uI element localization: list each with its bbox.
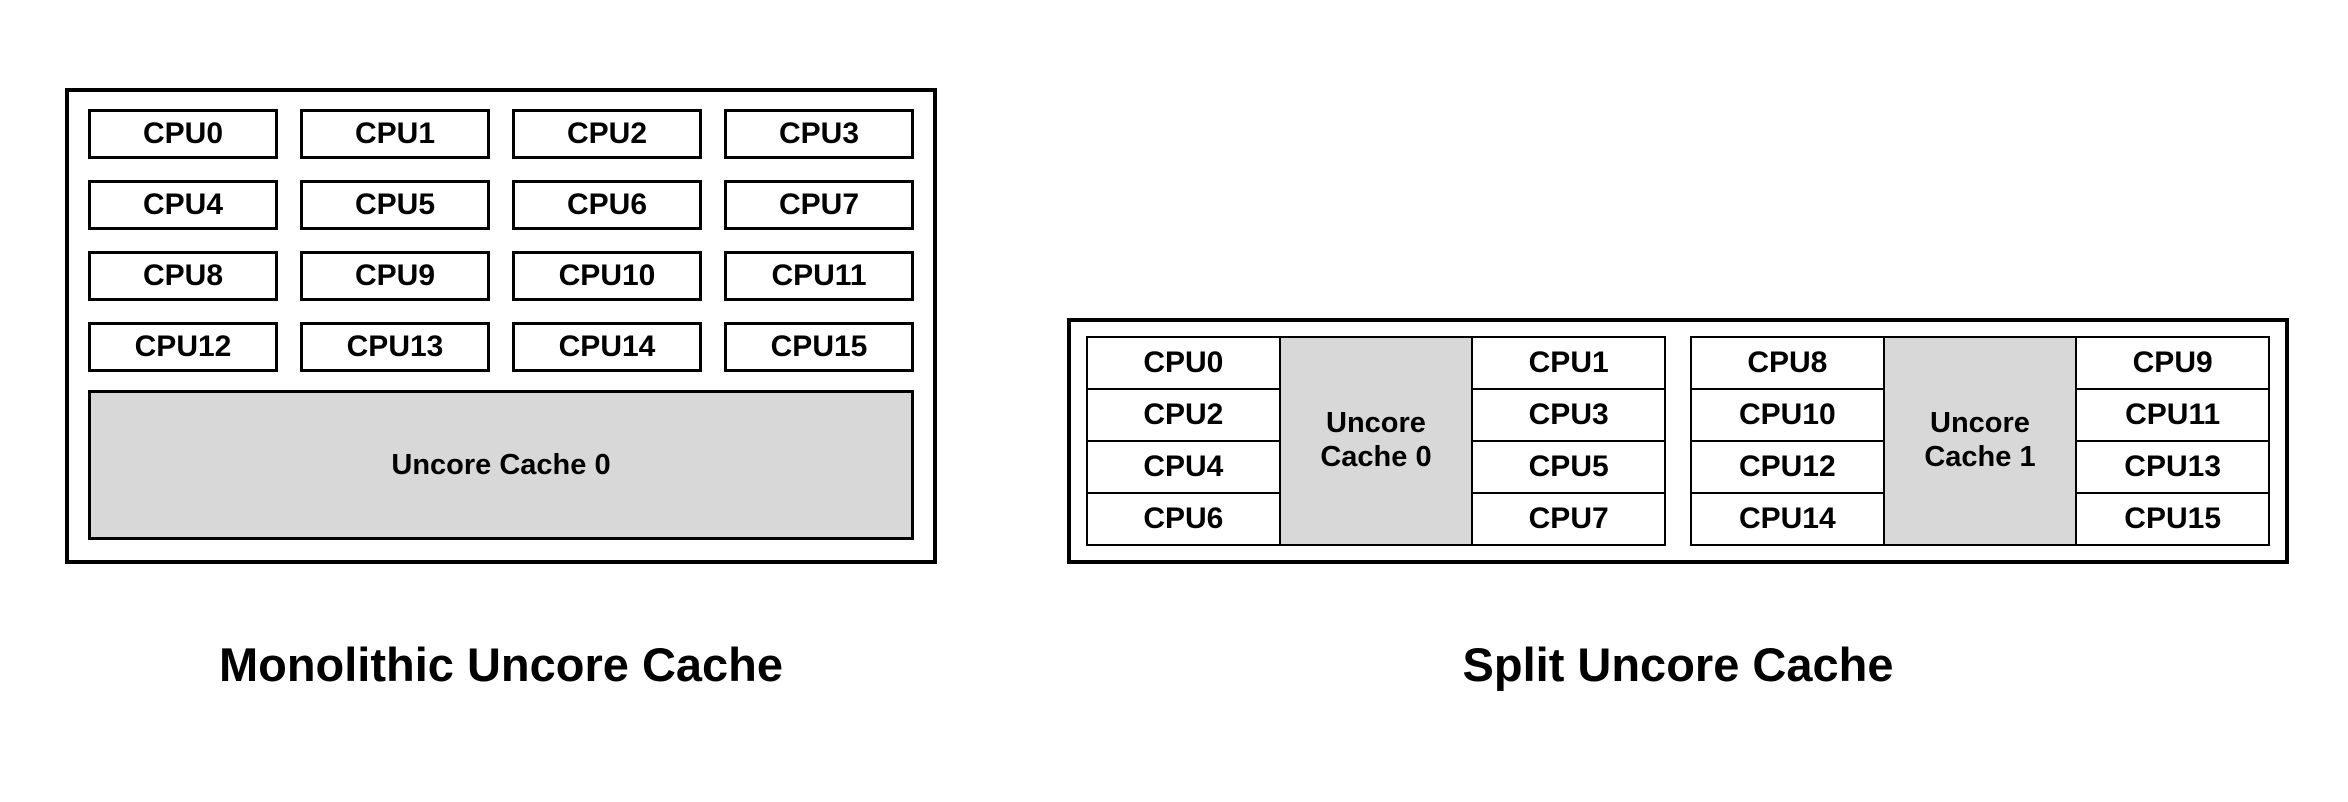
monolithic-caption: Monolithic Uncore Cache xyxy=(218,638,784,691)
cpu-box: CPU13 xyxy=(300,322,490,372)
split-cluster-1: CPU8 Uncore Cache 1 CPU9 CPU10 CPU11 CPU… xyxy=(1690,336,2270,546)
split-caption: Split Uncore Cache xyxy=(1462,638,1894,691)
cpu-cell: CPU14 xyxy=(1690,492,1885,546)
cpu-cell: CPU8 xyxy=(1690,336,1885,390)
cpu-cell: CPU11 xyxy=(2075,388,2270,442)
uncore-cache-0-cell: Uncore Cache 0 xyxy=(1278,336,1474,546)
uncore-cache-1-label: Uncore Cache 1 xyxy=(1924,407,2036,473)
monolithic-cpu-grid: CPU0 CPU1 CPU2 CPU3 CPU4 CPU5 CPU6 CPU7 … xyxy=(88,109,914,372)
cpu-box: CPU10 xyxy=(512,251,702,301)
cpu-cell: CPU6 xyxy=(1086,492,1281,546)
monolithic-chip-box: CPU0 CPU1 CPU2 CPU3 CPU4 CPU5 CPU6 CPU7 … xyxy=(65,88,937,564)
cpu-cell: CPU5 xyxy=(1471,440,1666,494)
cpu-cell: CPU3 xyxy=(1471,388,1666,442)
cpu-box: CPU1 xyxy=(300,109,490,159)
uncore-cache-0-label: Uncore Cache 0 xyxy=(1320,407,1432,473)
cpu-cell: CPU0 xyxy=(1086,336,1281,390)
cpu-box: CPU12 xyxy=(88,322,278,372)
cpu-box: CPU9 xyxy=(300,251,490,301)
cpu-box: CPU15 xyxy=(724,322,914,372)
cpu-cell: CPU1 xyxy=(1471,336,1666,390)
cpu-box: CPU8 xyxy=(88,251,278,301)
split-cluster-0: CPU0 Uncore Cache 0 CPU1 CPU2 CPU3 CPU4 … xyxy=(1086,336,1666,546)
uncore-cache-0-box: Uncore Cache 0 xyxy=(88,390,914,540)
cpu-cell: CPU4 xyxy=(1086,440,1281,494)
cpu-cell: CPU9 xyxy=(2075,336,2270,390)
cpu-box: CPU0 xyxy=(88,109,278,159)
cpu-cell: CPU10 xyxy=(1690,388,1885,442)
cpu-cell: CPU13 xyxy=(2075,440,2270,494)
cpu-box: CPU6 xyxy=(512,180,702,230)
cpu-box: CPU5 xyxy=(300,180,490,230)
cpu-box: CPU2 xyxy=(512,109,702,159)
cpu-box: CPU7 xyxy=(724,180,914,230)
cpu-cell: CPU12 xyxy=(1690,440,1885,494)
cpu-cell: CPU15 xyxy=(2075,492,2270,546)
split-chip-box: CPU0 Uncore Cache 0 CPU1 CPU2 CPU3 CPU4 … xyxy=(1067,318,2289,564)
cpu-box: CPU11 xyxy=(724,251,914,301)
uncore-cache-1-cell: Uncore Cache 1 xyxy=(1882,336,2078,546)
cpu-cell: CPU2 xyxy=(1086,388,1281,442)
cpu-box: CPU14 xyxy=(512,322,702,372)
cpu-box: CPU4 xyxy=(88,180,278,230)
cpu-box: CPU3 xyxy=(724,109,914,159)
cpu-cell: CPU7 xyxy=(1471,492,1666,546)
